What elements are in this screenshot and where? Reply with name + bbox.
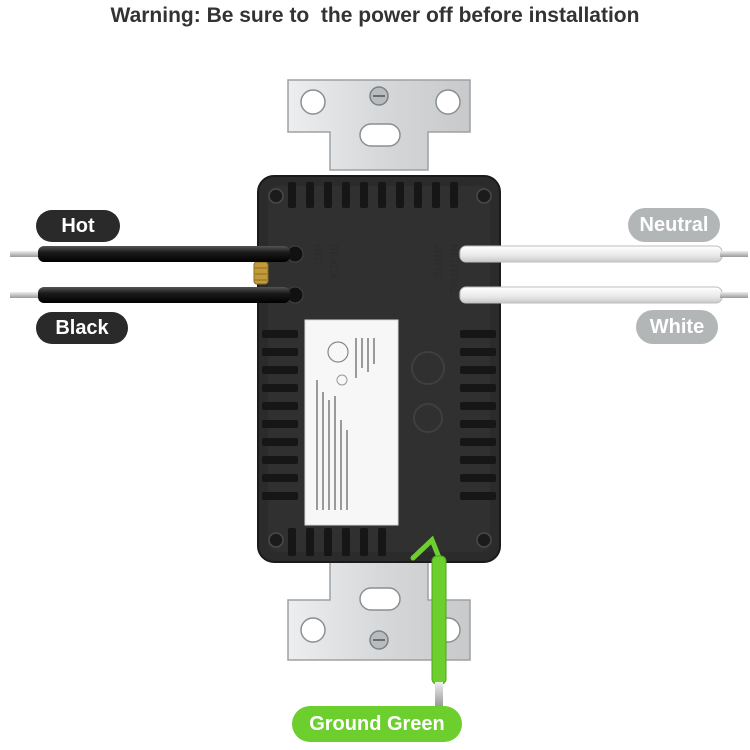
ground-label: Ground Green xyxy=(292,706,462,742)
screw-icon xyxy=(369,630,389,650)
screw-icon xyxy=(268,188,492,548)
hot-wire xyxy=(10,246,290,262)
neutral-label: Neutral xyxy=(628,208,720,242)
neutral-wire xyxy=(459,245,748,263)
white-label-text: White xyxy=(650,316,704,338)
svg-text:BLACK: BLACK xyxy=(327,244,339,281)
white-label: White xyxy=(636,310,718,344)
terminal-screw xyxy=(253,261,269,285)
neutral-label-text: Neutral xyxy=(640,214,709,236)
screw-icon xyxy=(369,86,389,106)
ground-wire xyxy=(410,535,447,706)
black-label: Black xyxy=(36,312,128,344)
product-label xyxy=(304,319,399,526)
ground-label-text: Ground Green xyxy=(309,713,445,735)
svg-text:HOT: HOT xyxy=(311,244,323,268)
certification-mark-icon xyxy=(411,351,445,433)
hot-label-text: Hot xyxy=(61,215,95,237)
black-wire xyxy=(10,287,290,303)
ul-mark-icon xyxy=(327,341,349,363)
svg-text:WHITE: WHITE xyxy=(431,244,443,279)
white-wire xyxy=(459,286,748,304)
hot-label: Hot xyxy=(36,210,120,242)
svg-text:NEUTRAL: NEUTRAL xyxy=(447,244,459,295)
warning-title: Warning: Be sure to the power off before… xyxy=(110,4,640,27)
black-label-text: Black xyxy=(55,317,109,339)
top-mounting-strap xyxy=(287,79,471,171)
